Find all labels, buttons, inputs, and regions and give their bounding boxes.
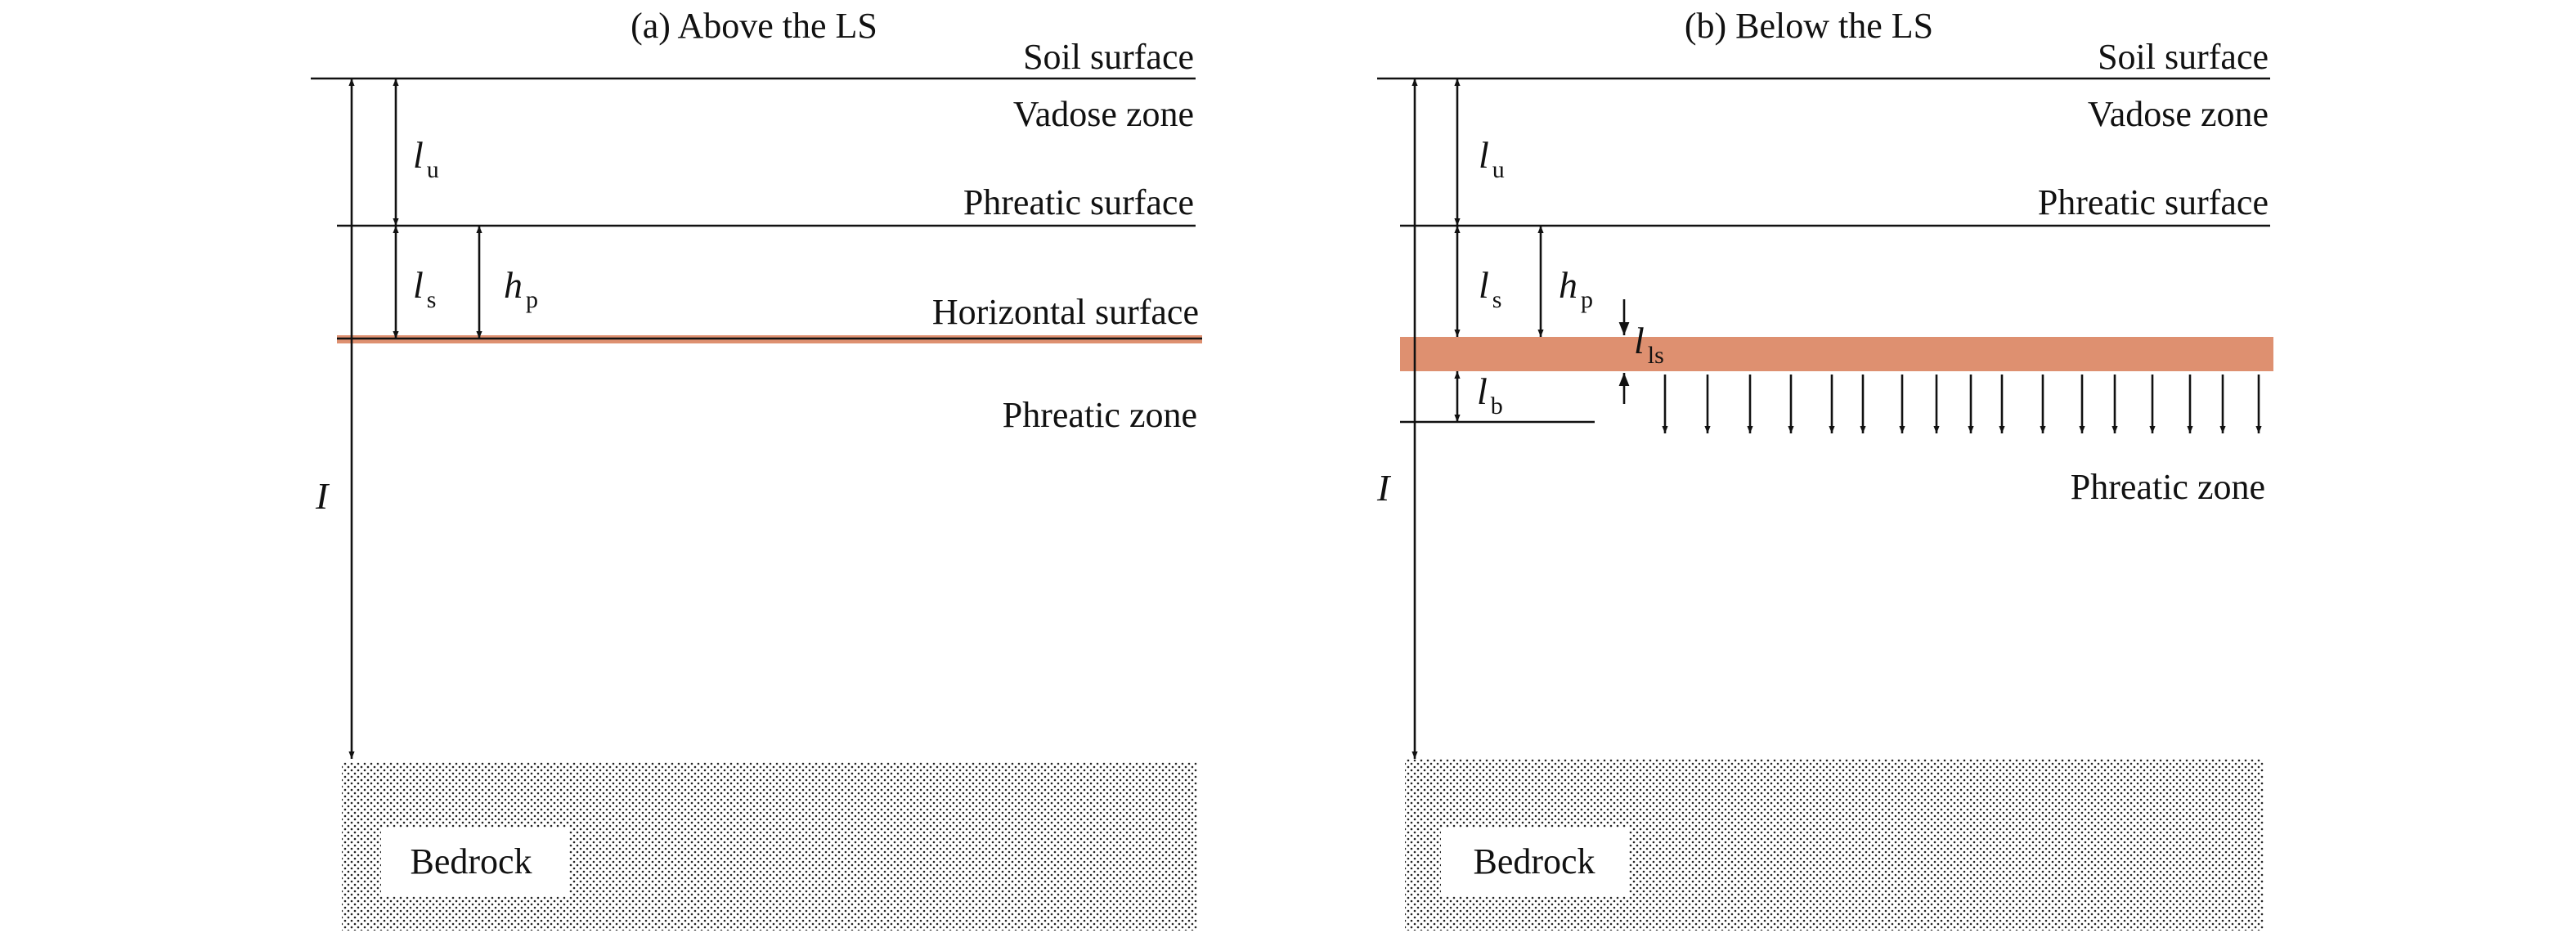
panel-a-phreatic-zone-label: Phreatic zone <box>1003 395 1197 435</box>
panel-b: (b) Below the LS Soil surface Vadose zon… <box>1376 6 2273 931</box>
panel-b-layered-soil-band <box>1400 337 2273 371</box>
panel-b-phreatic-surface-label: Phreatic surface <box>2038 182 2269 222</box>
panel-a: (a) Above the LS Soil surface Vadose zon… <box>311 6 1202 931</box>
panel-b-vadose-zone-label: Vadose zone <box>2088 94 2269 134</box>
panel-b-title: (b) Below the LS <box>1685 6 1933 46</box>
panel-a-soil-surface-label: Soil surface <box>1023 37 1194 77</box>
panel-b-phreatic-zone-label: Phreatic zone <box>2071 467 2265 507</box>
panel-a-title: (a) Above the LS <box>631 6 877 46</box>
panel-a-bedrock-label-box <box>381 828 569 896</box>
panel-a-symbol-i: I <box>315 475 330 517</box>
panel-b-soil-surface-label: Soil surface <box>2098 37 2269 77</box>
panel-a-vadose-zone-label: Vadose zone <box>1013 94 1194 134</box>
panel-b-symbol-i: I <box>1376 467 1392 509</box>
panel-b-bedrock-label-box <box>1441 828 1629 896</box>
panel-a-horizontal-surface-label: Horizontal surface <box>932 292 1199 332</box>
panel-a-phreatic-surface-label: Phreatic surface <box>963 182 1194 222</box>
panel-b-bedrock-label: Bedrock <box>1473 841 1595 881</box>
panel-a-bedrock-label: Bedrock <box>410 841 532 881</box>
panel-b-seepage-arrows <box>1662 375 2262 433</box>
